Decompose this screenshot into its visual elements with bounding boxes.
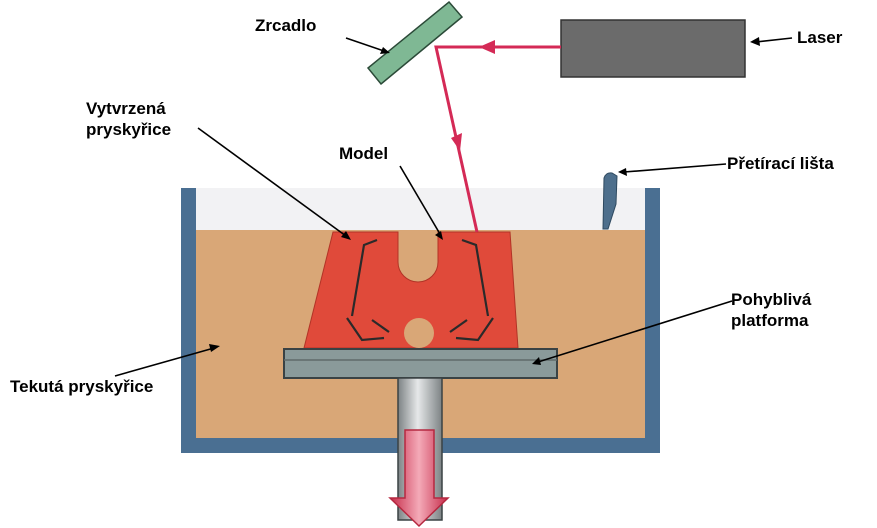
label-cured-resin-line2: pryskyřice	[86, 120, 172, 139]
model-contour-lines	[346, 238, 494, 342]
pointer-lines	[114, 37, 793, 377]
cured-resin-body	[303, 231, 519, 349]
mirror	[366, 0, 464, 86]
laser-beam	[434, 40, 561, 233]
vat-empty-space	[196, 188, 645, 230]
platform-plate	[283, 348, 558, 379]
model-hole	[404, 318, 434, 348]
beam-arrowhead-2	[451, 133, 462, 151]
label-moving-platform: Pohyblivá platforma	[731, 289, 811, 331]
label-cured-resin: Vytvrzená pryskyřice	[86, 98, 171, 140]
laser-source	[560, 19, 746, 78]
recoater-blade	[602, 172, 618, 230]
label-platform-line2: platforma	[731, 311, 809, 330]
resin-vat	[181, 188, 660, 453]
label-cured-resin-line1: Vytvrzená	[86, 99, 166, 118]
label-recoater-blade: Přetírací lišta	[727, 154, 834, 173]
pointer-arrowheads	[209, 37, 760, 365]
label-mirror: Zrcadlo	[255, 16, 317, 35]
label-laser: Laser	[797, 28, 843, 47]
beam-arrowhead-1	[479, 40, 495, 54]
label-liquid-resin: Tekutá pryskyřice	[10, 377, 154, 396]
label-model: Model	[339, 144, 389, 163]
label-platform-line1: Pohyblivá	[731, 290, 812, 309]
down-arrow-icon	[388, 429, 450, 528]
cured-model	[303, 231, 519, 349]
